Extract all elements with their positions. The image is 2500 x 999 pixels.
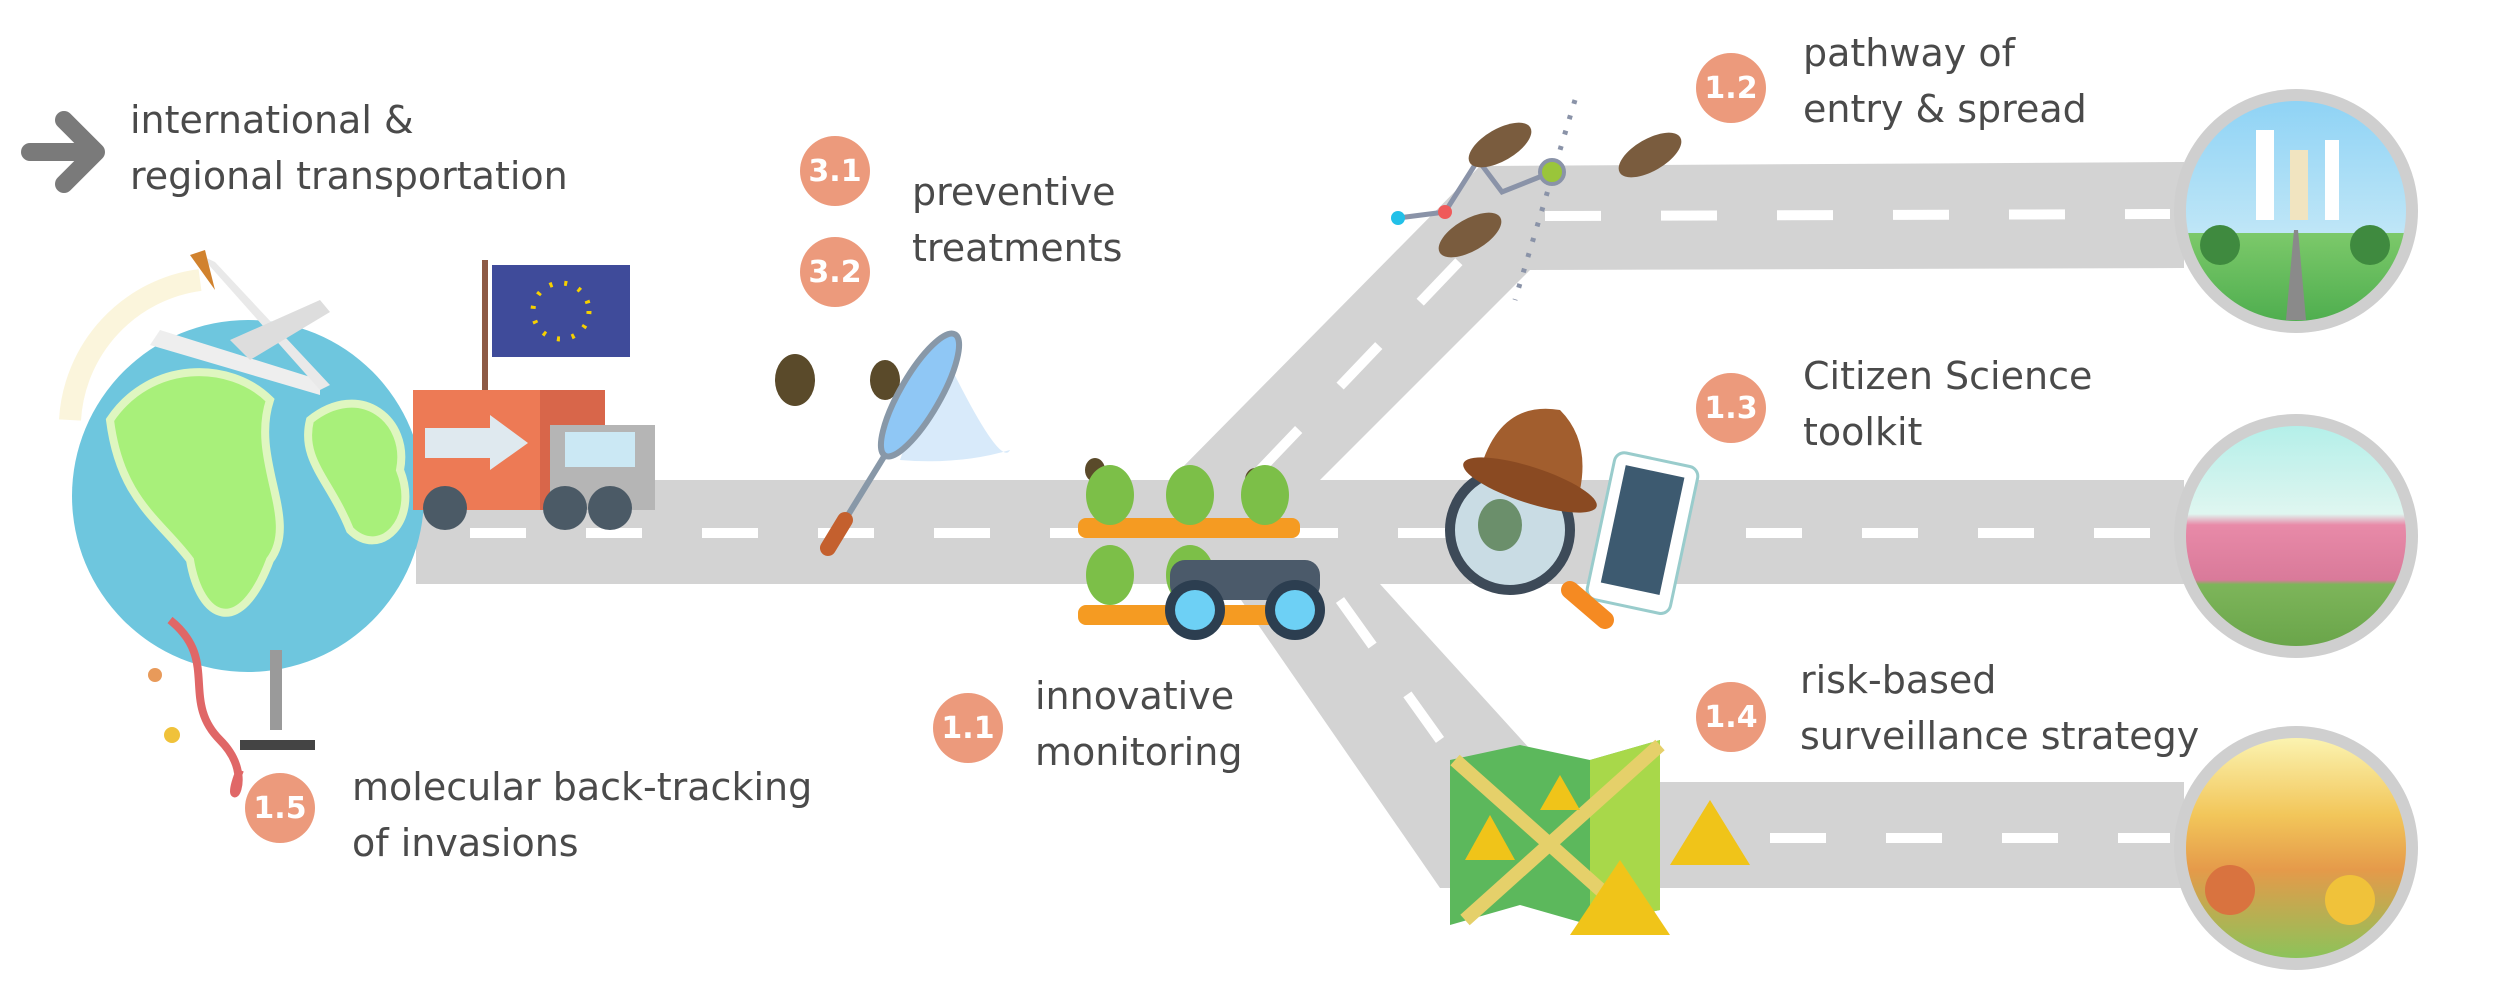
label-line-1: Citizen Science (1803, 354, 2093, 398)
badge-1-4: 1.4 (1696, 682, 1766, 752)
transport-legend-label: international & regional transportation (130, 92, 568, 204)
label-line-2: treatments (912, 226, 1123, 270)
orchard-scene-circle (2174, 414, 2418, 658)
label-line-2: of invasions (352, 821, 579, 865)
label-line-1: molecular back-tracking (352, 765, 813, 809)
badge-3-2: 3.2 (800, 237, 870, 307)
warning-icons (1465, 775, 1750, 935)
citizen-science-label: Citizen Science toolkit (1803, 348, 2092, 460)
airplane-icon (150, 250, 330, 395)
badge-3-1: 3.1 (800, 136, 870, 206)
truck-icon (413, 260, 655, 530)
road-dashes (470, 209, 2171, 843)
label-line-2: surveillance strategy (1800, 714, 2200, 758)
label-line-1: preventive (912, 170, 1116, 214)
insect-net-icon (820, 330, 1010, 556)
label-line-1: risk-based (1800, 658, 1997, 702)
badge-1-3: 1.3 (1696, 373, 1766, 443)
label-line-1: innovative (1035, 674, 1235, 718)
arrow-right-icon (21, 111, 105, 193)
magnifier-hat-phone-icon (1445, 408, 1700, 629)
globe-icon (59, 269, 424, 672)
innovative-monitoring-label: innovative monitoring (1035, 668, 1242, 780)
surveillance-label: risk-based surveillance strategy (1800, 652, 2199, 764)
eu-flag-icon (492, 265, 630, 357)
label-line-2: monitoring (1035, 730, 1243, 774)
label-line-1: pathway of (1803, 31, 2015, 75)
binoculars-icon (1165, 560, 1325, 640)
label-line-2: toolkit (1803, 410, 1923, 454)
vineyard-scene-circle (2174, 726, 2418, 970)
label-line-2: entry & spread (1803, 87, 2087, 131)
badge-1-1: 1.1 (933, 693, 1003, 763)
badge-1-5: 1.5 (245, 773, 315, 843)
dna-microscope-icon (148, 616, 315, 798)
legend-line-2: regional transportation (130, 154, 568, 198)
pathway-label: pathway of entry & spread (1803, 25, 2087, 137)
molecular-backtracking-label: molecular back-tracking of invasions (352, 759, 812, 871)
city-scene-circle (2174, 89, 2418, 333)
badge-1-2: 1.2 (1696, 53, 1766, 123)
footprints-icon (1391, 99, 1682, 301)
legend-line-1: international & (130, 98, 414, 142)
preventive-treatments-label: preventive treatments (912, 164, 1122, 276)
